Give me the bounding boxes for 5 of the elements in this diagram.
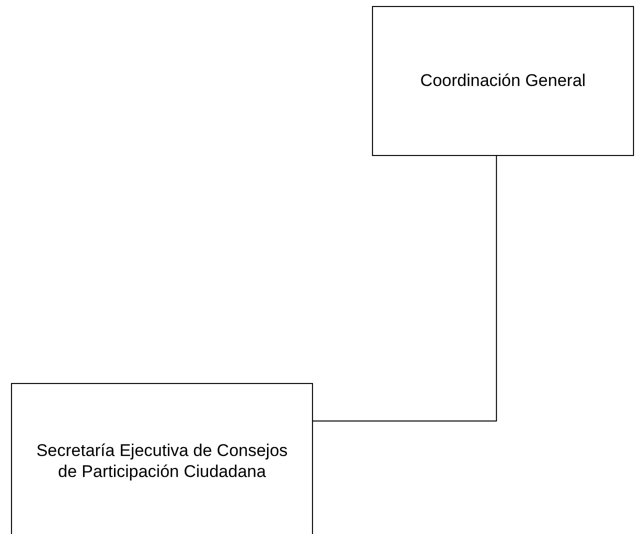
box-label: Coordinación General <box>420 70 586 92</box>
org-box <box>372 6 634 156</box>
box-label: Secretaría Ejecutiva de Consejos de Participación Ciudadana <box>35 440 289 482</box>
org-box <box>11 383 313 534</box>
connector-line <box>312 156 497 422</box>
